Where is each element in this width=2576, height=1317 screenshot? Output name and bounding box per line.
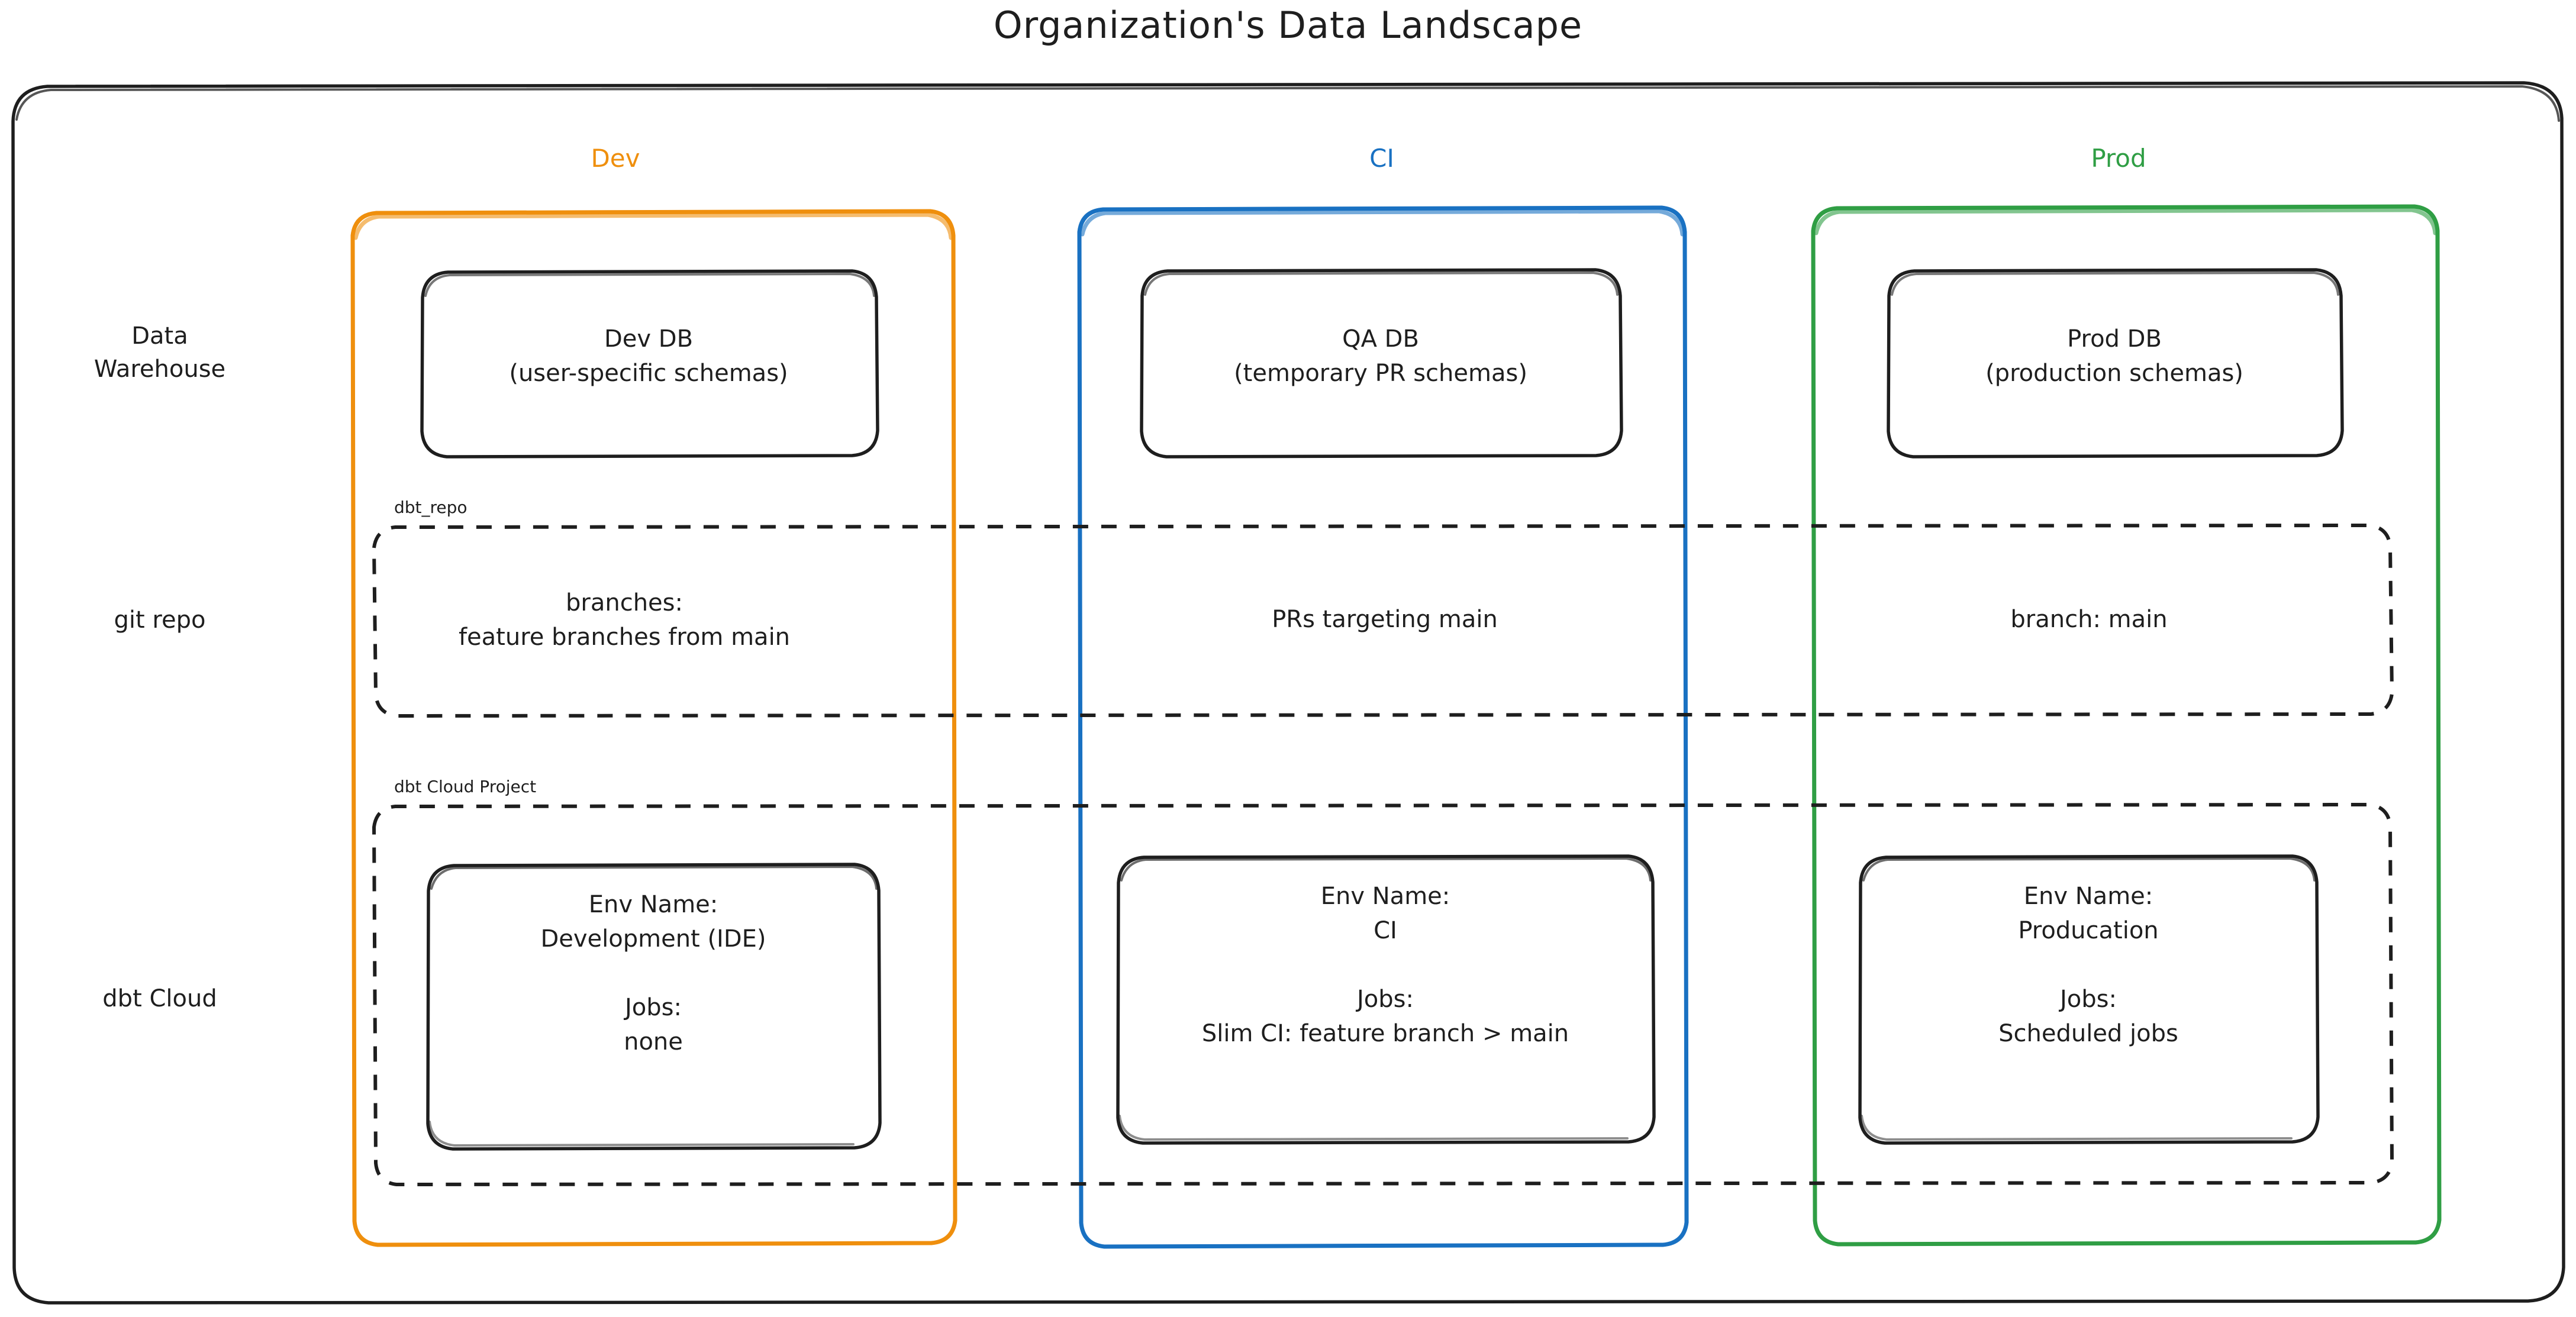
outer-container-border bbox=[11, 81, 2565, 1305]
column-header-ci: CI bbox=[1369, 144, 1394, 173]
row-label-git-repo: git repo bbox=[114, 606, 206, 634]
row-label-dbt-cloud: dbt Cloud bbox=[102, 985, 217, 1012]
node-label-ci-env: Env Name: CI Jobs: Slim CI: feature bran… bbox=[1201, 883, 1569, 1047]
cluster-label-dbt-cloud-project: dbt Cloud Project bbox=[394, 777, 537, 796]
node-label-dev-env: Env Name: Development (IDE) Jobs: none bbox=[540, 891, 766, 1055]
row-label-data-warehouse: Data Warehouse bbox=[94, 322, 226, 383]
node-label-qa-db: QA DB (temporary PR schemas) bbox=[1234, 325, 1527, 387]
cluster-label-dbt-repo: dbt_repo bbox=[394, 498, 468, 517]
node-label-dev-branches: branches: feature branches from main bbox=[458, 589, 791, 651]
node-label-prod-branch: branch: main bbox=[2010, 606, 2168, 633]
node-label-dev-db: Dev DB (user-specific schemas) bbox=[509, 325, 788, 387]
column-header-dev: Dev bbox=[591, 144, 640, 173]
page-title: Organization's Data Landscape bbox=[993, 4, 1583, 47]
column-header-prod: Prod bbox=[2091, 144, 2146, 173]
node-label-prod-db: Prod DB (production schemas) bbox=[1985, 325, 2243, 387]
node-label-ci-prs: PRs targeting main bbox=[1272, 606, 1498, 633]
node-label-prod-env: Env Name: Producation Jobs: Scheduled jo… bbox=[1998, 883, 2178, 1047]
